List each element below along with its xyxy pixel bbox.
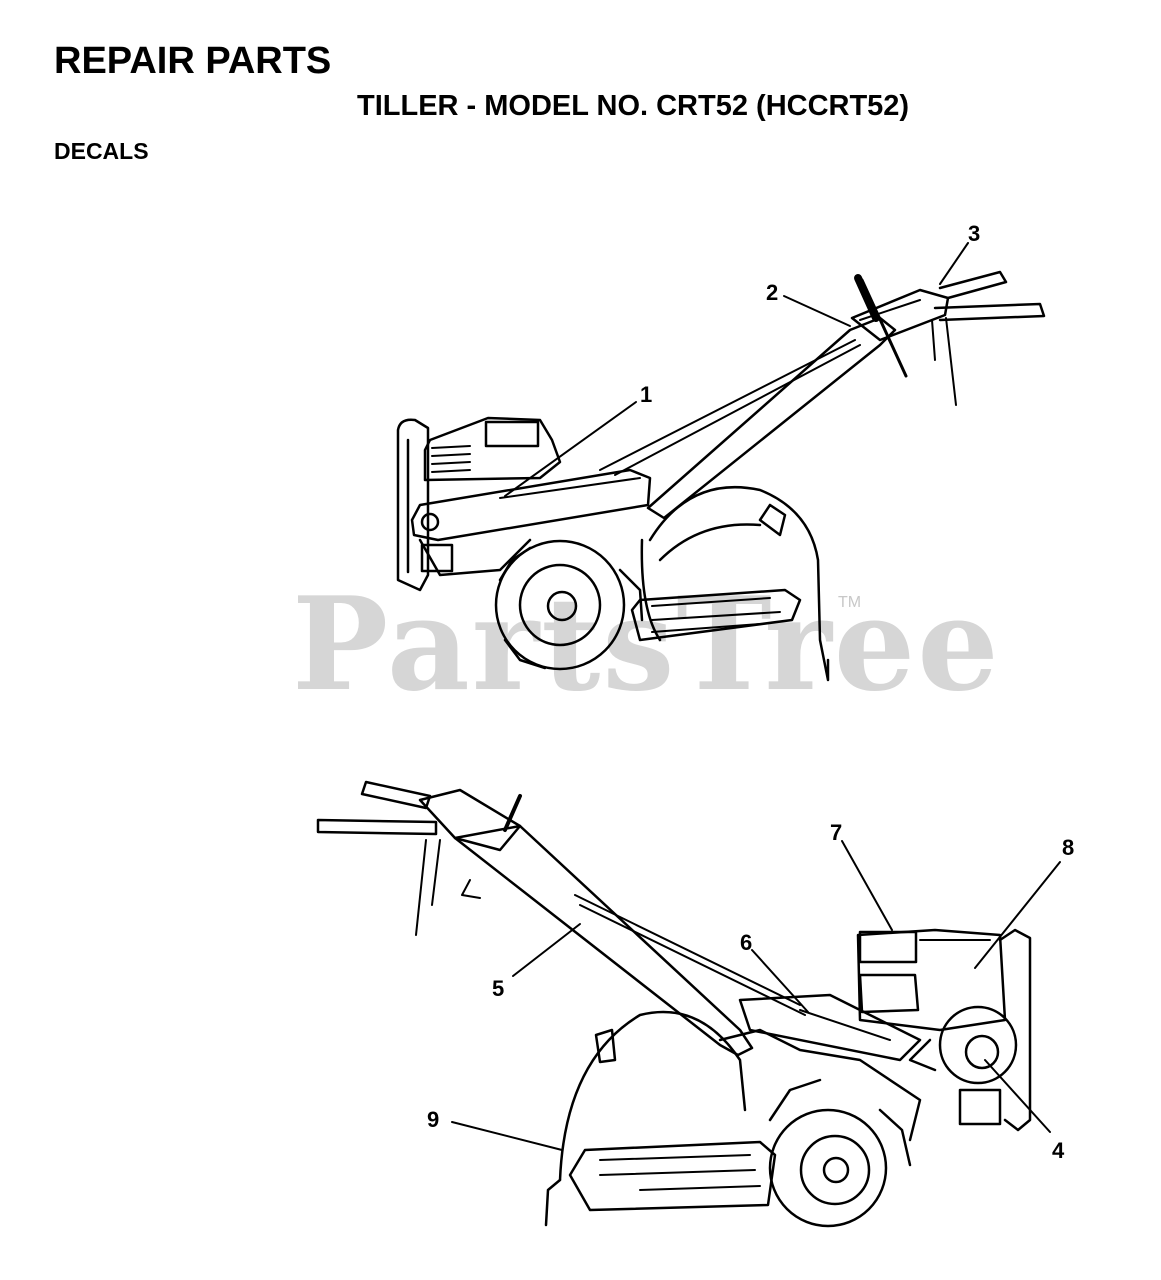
model-subtitle: TILLER - MODEL NO. CRT52 (HCCRT52) xyxy=(357,90,910,122)
callout-4: 4 xyxy=(1052,1138,1065,1163)
callout-7: 7 xyxy=(830,820,842,845)
top-view-leaders xyxy=(504,242,969,497)
callout-1: 1 xyxy=(640,382,652,407)
callout-5: 5 xyxy=(492,976,504,1001)
callout-2: 2 xyxy=(766,280,778,305)
bottom-view-leaders xyxy=(451,840,1061,1151)
tiller-view-left xyxy=(396,270,1046,682)
callout-labels: 1 2 3 4 5 6 7 8 9 xyxy=(427,221,1074,1163)
callout-9: 9 xyxy=(427,1107,439,1132)
section-heading: DECALS xyxy=(54,138,149,164)
callout-3: 3 xyxy=(968,221,980,246)
callout-8: 8 xyxy=(1062,835,1074,860)
callout-6: 6 xyxy=(740,930,752,955)
tiller-view-right xyxy=(316,780,1032,1228)
page-title: REPAIR PARTS xyxy=(54,40,332,82)
watermark-trademark: TM xyxy=(838,594,862,611)
